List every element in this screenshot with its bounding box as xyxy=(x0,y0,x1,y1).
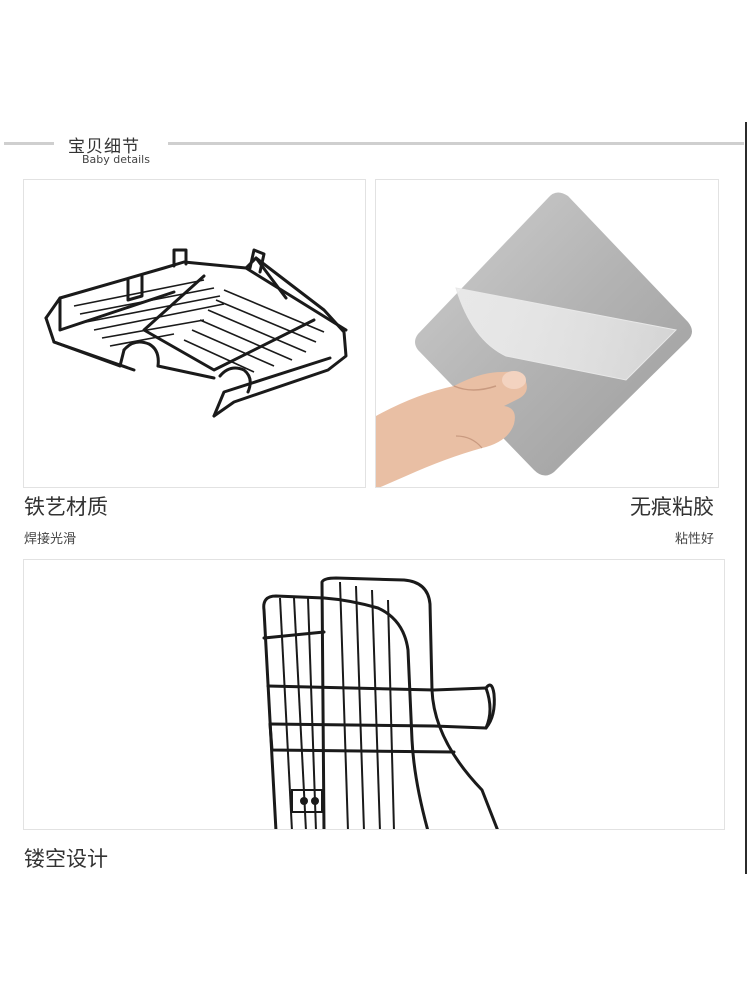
feature-subtitle-good-adhesion: 粘性好 xyxy=(674,532,714,547)
feature-title-iron-material: 铁艺材质 xyxy=(24,495,108,519)
protective-film xyxy=(455,287,678,381)
section-header: 宝贝细节 Baby details xyxy=(0,128,750,172)
hollow-design-illustration xyxy=(262,576,499,829)
hanging-hooks xyxy=(291,789,323,813)
corner-basket-illustration xyxy=(44,248,348,418)
product-image-adhesive-plate xyxy=(375,179,719,488)
product-image-hollow-design xyxy=(23,559,725,830)
right-edge-line xyxy=(745,122,747,874)
product-image-corner-basket xyxy=(23,179,366,488)
feature-subtitle-smooth-welding: 焊接光滑 xyxy=(24,532,77,547)
section-title: 宝贝细节 xyxy=(68,137,140,157)
header-rule-right xyxy=(168,142,744,145)
hand xyxy=(376,371,527,487)
feature-title-traceless-adhesive: 无痕粘胶 xyxy=(630,495,714,519)
section-subtitle: Baby details xyxy=(82,153,150,166)
header-rule-left xyxy=(4,142,54,145)
adhesive-plate-illustration xyxy=(376,192,692,487)
feature-title-hollow-design: 镂空设计 xyxy=(24,847,108,871)
